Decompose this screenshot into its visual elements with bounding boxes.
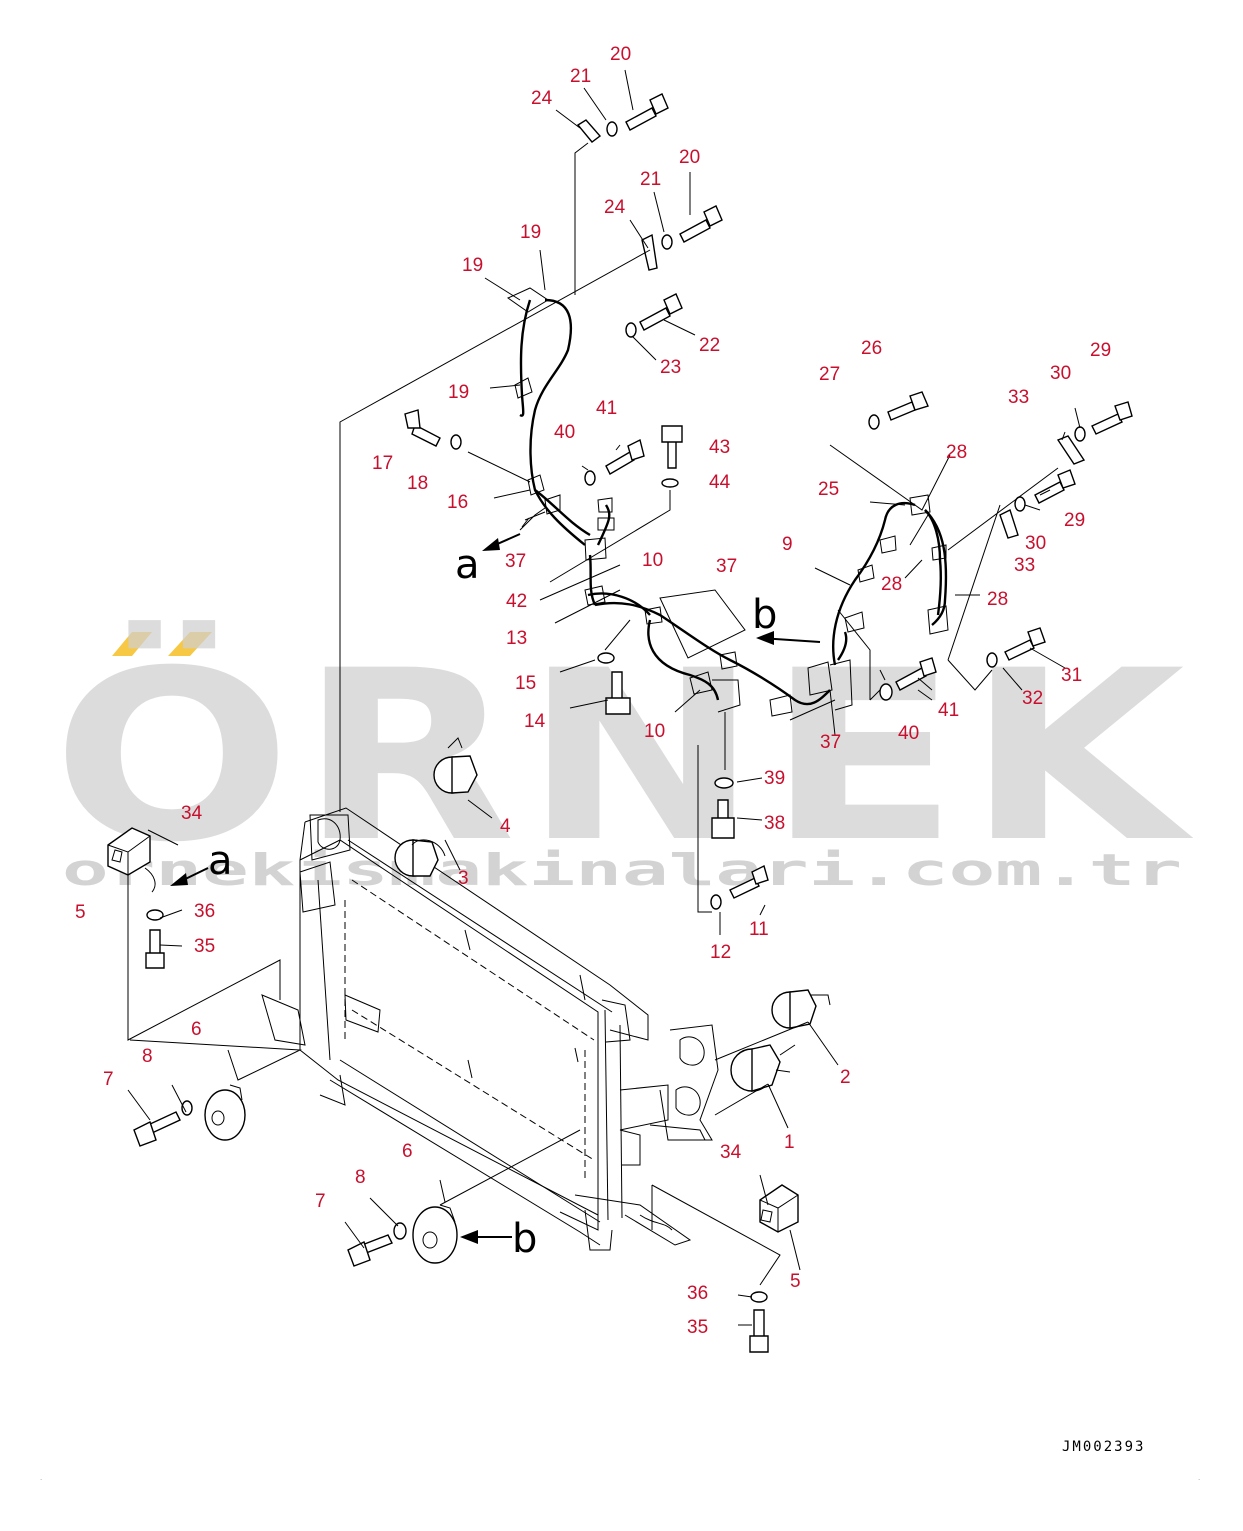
- callout-21: 21: [570, 66, 591, 87]
- callout-28: 28: [987, 589, 1008, 610]
- callout-36: 36: [194, 901, 215, 922]
- corner-mark: .: [1198, 1473, 1200, 1482]
- callout-35: 35: [687, 1317, 708, 1338]
- callout-10: 10: [642, 550, 663, 571]
- view-letter-a-upper: a: [455, 542, 480, 588]
- callout-22: 22: [699, 335, 720, 356]
- callout-1: 1: [784, 1132, 795, 1153]
- wire-harness-middle: [584, 585, 853, 770]
- view-letter-b-upper: b: [752, 592, 777, 638]
- callout-16: 16: [447, 492, 468, 513]
- callout-19: 19: [520, 222, 541, 243]
- callout-19: 19: [462, 255, 483, 276]
- disc-6-right: [412, 1204, 458, 1264]
- callout-24: 24: [531, 88, 553, 109]
- relay-5-left: [107, 827, 156, 893]
- callout-28: 28: [946, 442, 967, 463]
- view-letter-a-lower: a: [208, 838, 233, 884]
- watermark-accent-left: [112, 632, 152, 656]
- callout-12: 12: [710, 942, 731, 963]
- callout-19: 19: [448, 382, 469, 403]
- callout-37: 37: [820, 732, 841, 753]
- callout-labels: 1 2 3 4 5 5 6 6 7 7 8 8 9 10 10 11 12 13…: [75, 44, 1111, 1338]
- fasteners: [133, 93, 1133, 1353]
- horn-2: [771, 989, 831, 1029]
- wire-harness-right: [832, 494, 949, 666]
- callout-26: 26: [861, 338, 882, 359]
- callout-36: 36: [687, 1283, 708, 1304]
- callout-15: 15: [515, 673, 536, 694]
- callout-37: 37: [716, 556, 737, 577]
- callout-14: 14: [524, 711, 546, 732]
- callout-20: 20: [679, 147, 700, 168]
- callout-21: 21: [640, 169, 661, 190]
- callout-8: 8: [142, 1046, 153, 1067]
- wire-harness-left: [506, 287, 615, 606]
- callout-25: 25: [818, 479, 839, 500]
- callout-6: 6: [191, 1019, 202, 1040]
- callout-20: 20: [610, 44, 631, 65]
- callout-9: 9: [782, 534, 793, 555]
- callout-33: 33: [1008, 387, 1029, 408]
- front-frame: [261, 807, 719, 1251]
- watermark-url: ornekismakinalari.com.tr: [62, 845, 1182, 896]
- callout-17: 17: [372, 453, 393, 474]
- callout-10: 10: [644, 721, 665, 742]
- callout-41: 41: [938, 700, 959, 721]
- callout-28: 28: [881, 574, 902, 595]
- horn-1: [730, 1044, 796, 1092]
- callout-23: 23: [660, 357, 681, 378]
- callout-5: 5: [75, 902, 86, 923]
- callout-30: 30: [1050, 363, 1071, 384]
- callout-40: 40: [554, 422, 575, 443]
- callout-4: 4: [500, 816, 511, 837]
- callout-7: 7: [315, 1191, 326, 1212]
- callout-2: 2: [840, 1067, 851, 1088]
- callout-29: 29: [1090, 340, 1111, 361]
- callout-42: 42: [506, 591, 527, 612]
- disc-6-left: [204, 1084, 246, 1141]
- callout-27: 27: [819, 364, 840, 385]
- view-letter-b-lower: b: [512, 1216, 537, 1262]
- callout-32: 32: [1022, 688, 1043, 709]
- callout-13: 13: [506, 628, 527, 649]
- callout-43: 43: [709, 437, 730, 458]
- callout-35: 35: [194, 936, 215, 957]
- callout-34: 34: [720, 1142, 742, 1163]
- callout-29: 29: [1064, 510, 1085, 531]
- watermark-brand: ÖRNEK: [52, 619, 1194, 894]
- callout-24: 24: [604, 197, 626, 218]
- watermark-accent-right: [168, 632, 212, 656]
- callout-44: 44: [709, 472, 731, 493]
- callout-38: 38: [764, 813, 785, 834]
- callout-34: 34: [181, 803, 203, 824]
- callout-40: 40: [898, 723, 919, 744]
- callout-39: 39: [764, 768, 785, 789]
- view-arrows: [170, 533, 821, 1244]
- callout-3: 3: [458, 868, 469, 889]
- callout-31: 31: [1061, 665, 1082, 686]
- callout-30: 30: [1025, 533, 1046, 554]
- relay-5-right: [759, 1184, 799, 1233]
- leader-lines: [127, 69, 1081, 1326]
- callout-11: 11: [749, 919, 769, 940]
- callout-5: 5: [790, 1271, 801, 1292]
- watermark: ÖRNEK ornekismakinalari.com.tr: [52, 619, 1194, 896]
- drawing-code: JM002393: [1062, 1439, 1145, 1455]
- callout-8: 8: [355, 1167, 366, 1188]
- horn-4: [433, 737, 478, 794]
- callout-41: 41: [596, 398, 617, 419]
- horn-3: [394, 839, 446, 877]
- callout-6: 6: [402, 1141, 413, 1162]
- callout-18: 18: [407, 473, 428, 494]
- callout-7: 7: [103, 1069, 114, 1090]
- corner-mark: .: [40, 1473, 42, 1482]
- callout-37: 37: [505, 551, 526, 572]
- callout-33: 33: [1014, 555, 1035, 576]
